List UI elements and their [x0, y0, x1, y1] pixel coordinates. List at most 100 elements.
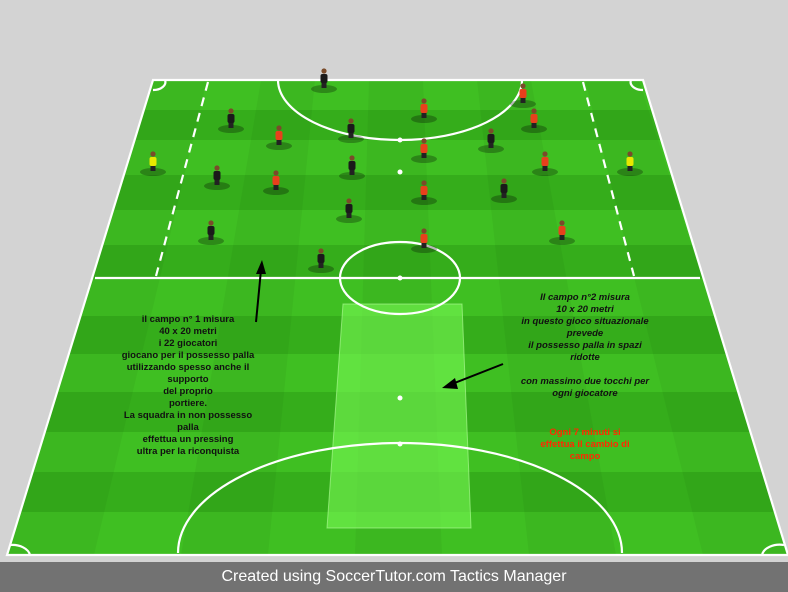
arrow-head	[442, 378, 458, 389]
player-shadow	[510, 100, 536, 108]
right-dashed-line	[581, 81, 636, 277]
black-team-player	[491, 178, 517, 203]
red-team-player	[411, 180, 437, 205]
player-head	[421, 138, 427, 144]
note-line: supporto	[167, 374, 209, 385]
player-legs	[150, 165, 156, 171]
note-line: effettua un pressing	[142, 434, 234, 445]
arrow-to-field-two	[451, 363, 504, 385]
goalkeeper	[617, 151, 643, 176]
left-dashed-line	[154, 81, 210, 277]
player-shirt	[320, 74, 328, 83]
player-head	[501, 178, 507, 184]
footer-credit: Created using SoccerTutor.com Tactics Ma…	[0, 562, 788, 592]
player-head	[421, 228, 427, 234]
player-shadow	[198, 237, 224, 245]
pitch-spot	[397, 169, 403, 175]
player-head	[520, 83, 526, 89]
player-legs	[321, 82, 327, 88]
note-line: campo	[569, 451, 601, 462]
player-head	[273, 170, 279, 176]
player-shadow	[140, 168, 166, 176]
note-line: ridotte	[570, 352, 600, 363]
black-team-player	[478, 128, 504, 153]
arrow-head	[256, 260, 266, 274]
player-shadow	[308, 265, 334, 273]
player-legs	[520, 97, 526, 103]
note-line: del proprio	[163, 386, 213, 397]
player-head	[627, 151, 633, 157]
corner-arc	[760, 543, 785, 556]
player-head	[318, 248, 324, 254]
black-team-player	[339, 155, 365, 180]
player-shirt	[626, 157, 634, 166]
player-shadow	[411, 245, 437, 253]
black-team-player	[204, 165, 230, 190]
player-legs	[531, 122, 537, 128]
player-shirt	[227, 114, 235, 123]
player-head	[421, 180, 427, 186]
player-head	[488, 128, 494, 134]
note-line: 40 x 20 metri	[159, 326, 217, 337]
player-shadow	[411, 155, 437, 163]
player-head	[346, 198, 352, 204]
player-shirt	[272, 176, 280, 185]
player-legs	[421, 112, 427, 118]
player-head	[276, 125, 282, 131]
note-line: prevede	[566, 328, 604, 339]
note-line: effettua il cambio di	[540, 439, 630, 450]
player-shirt	[345, 204, 353, 213]
player-shirt	[207, 226, 215, 235]
player-legs	[214, 179, 220, 185]
player-shadow	[478, 145, 504, 153]
player-shirt	[420, 144, 428, 153]
black-team-player	[198, 220, 224, 245]
player-head	[349, 155, 355, 161]
pitch-spot	[397, 275, 403, 281]
player-legs	[421, 194, 427, 200]
player-shirt	[500, 184, 508, 193]
player-shirt	[348, 161, 356, 170]
player-legs	[501, 192, 507, 198]
black-team-player	[308, 248, 334, 273]
goalkeeper	[140, 151, 166, 176]
player-shirt	[558, 226, 566, 235]
note-line: in questo gioco situazionale	[521, 316, 649, 327]
note-line: ultra per la riconquista	[136, 446, 240, 457]
player-shadow	[339, 172, 365, 180]
note-line: portiere.	[168, 398, 207, 409]
black-team-player	[311, 68, 337, 93]
grass-stripe	[7, 210, 788, 245]
player-shirt	[275, 131, 283, 140]
red-team-player	[532, 151, 558, 176]
player-shirt	[420, 234, 428, 243]
player-head	[228, 108, 234, 114]
note-line: giocano per il possesso palla	[121, 350, 255, 361]
black-team-player	[218, 108, 244, 133]
player-head	[559, 220, 565, 226]
player-shirt	[541, 157, 549, 166]
player-shadow	[411, 197, 437, 205]
player-head	[542, 151, 548, 157]
player-shadow	[549, 237, 575, 245]
player-legs	[627, 165, 633, 171]
player-shadow	[263, 187, 289, 195]
black-team-player	[336, 198, 362, 223]
touchline	[5, 78, 788, 557]
player-shirt	[530, 114, 538, 123]
player-shadow	[338, 135, 364, 143]
player-shirt	[519, 89, 527, 98]
grass-stripe	[7, 245, 788, 278]
player-legs	[346, 212, 352, 218]
red-team-player	[411, 138, 437, 163]
player-shadow	[204, 182, 230, 190]
player-shirt	[149, 157, 157, 166]
player-head	[348, 118, 354, 124]
corner-arc	[629, 79, 644, 92]
pitch-spot	[397, 441, 403, 447]
player-legs	[276, 139, 282, 145]
grass-stripe	[7, 140, 788, 175]
pitch-spot	[397, 395, 403, 401]
note-line: ogni giocatore	[552, 388, 618, 399]
